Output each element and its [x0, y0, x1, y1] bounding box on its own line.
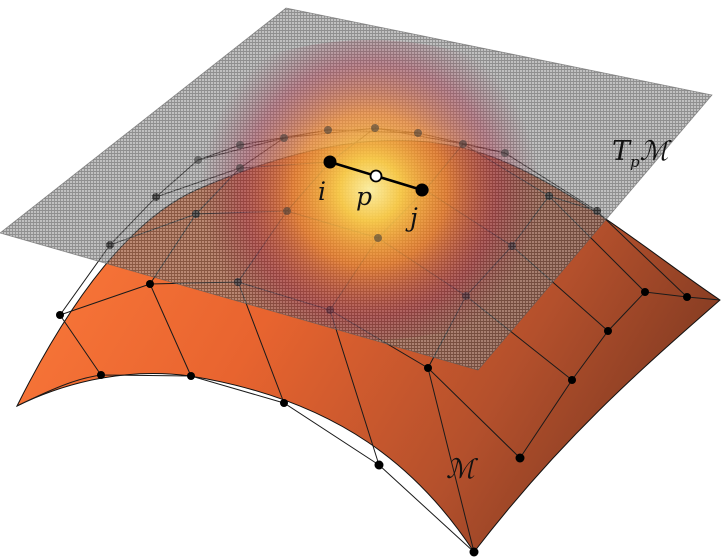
- vertex: [280, 134, 288, 142]
- edge-ij: [323, 155, 429, 197]
- tangent-plane-label-sub: p: [630, 153, 640, 171]
- tangent-plane-glow: [140, 40, 600, 340]
- vertex-j-dot: [415, 183, 429, 197]
- vertex: [424, 364, 432, 372]
- vertex: [374, 234, 382, 242]
- vertex: [459, 140, 467, 148]
- vertex: [515, 453, 525, 463]
- vertex: [501, 149, 509, 157]
- vertex: [324, 126, 332, 134]
- mesh-row-1: [16, 374, 475, 553]
- vertex: [414, 129, 422, 137]
- vertex-i-dot: [323, 155, 337, 169]
- vertex: [371, 124, 379, 132]
- vertex: [56, 311, 64, 319]
- vertex: [187, 372, 195, 380]
- vertex: [97, 371, 105, 379]
- vertex: [283, 207, 291, 215]
- vertex: [641, 288, 649, 296]
- vertex: [194, 156, 202, 164]
- vertex: [469, 547, 479, 557]
- tangent-plane: [0, 7, 713, 371]
- point-p-dot: [369, 169, 383, 183]
- tangent-plane-label-T: T: [612, 136, 632, 167]
- vertex: [146, 280, 154, 288]
- vertex: [568, 376, 576, 384]
- vertex: [683, 293, 691, 301]
- vertex: [604, 327, 612, 335]
- vertex: [236, 164, 244, 172]
- vertex: [236, 141, 244, 149]
- point-p-label: p: [356, 182, 372, 211]
- manifold-label: ℳ: [446, 454, 479, 485]
- vertex: [374, 460, 384, 470]
- tangent-plane-label: Tpℳ: [612, 136, 673, 171]
- vertex-i-label: i: [318, 177, 326, 206]
- vertex: [280, 399, 288, 407]
- tangent-plane-border: [0, 7, 713, 371]
- tangent-plane-label-M: ℳ: [640, 136, 673, 167]
